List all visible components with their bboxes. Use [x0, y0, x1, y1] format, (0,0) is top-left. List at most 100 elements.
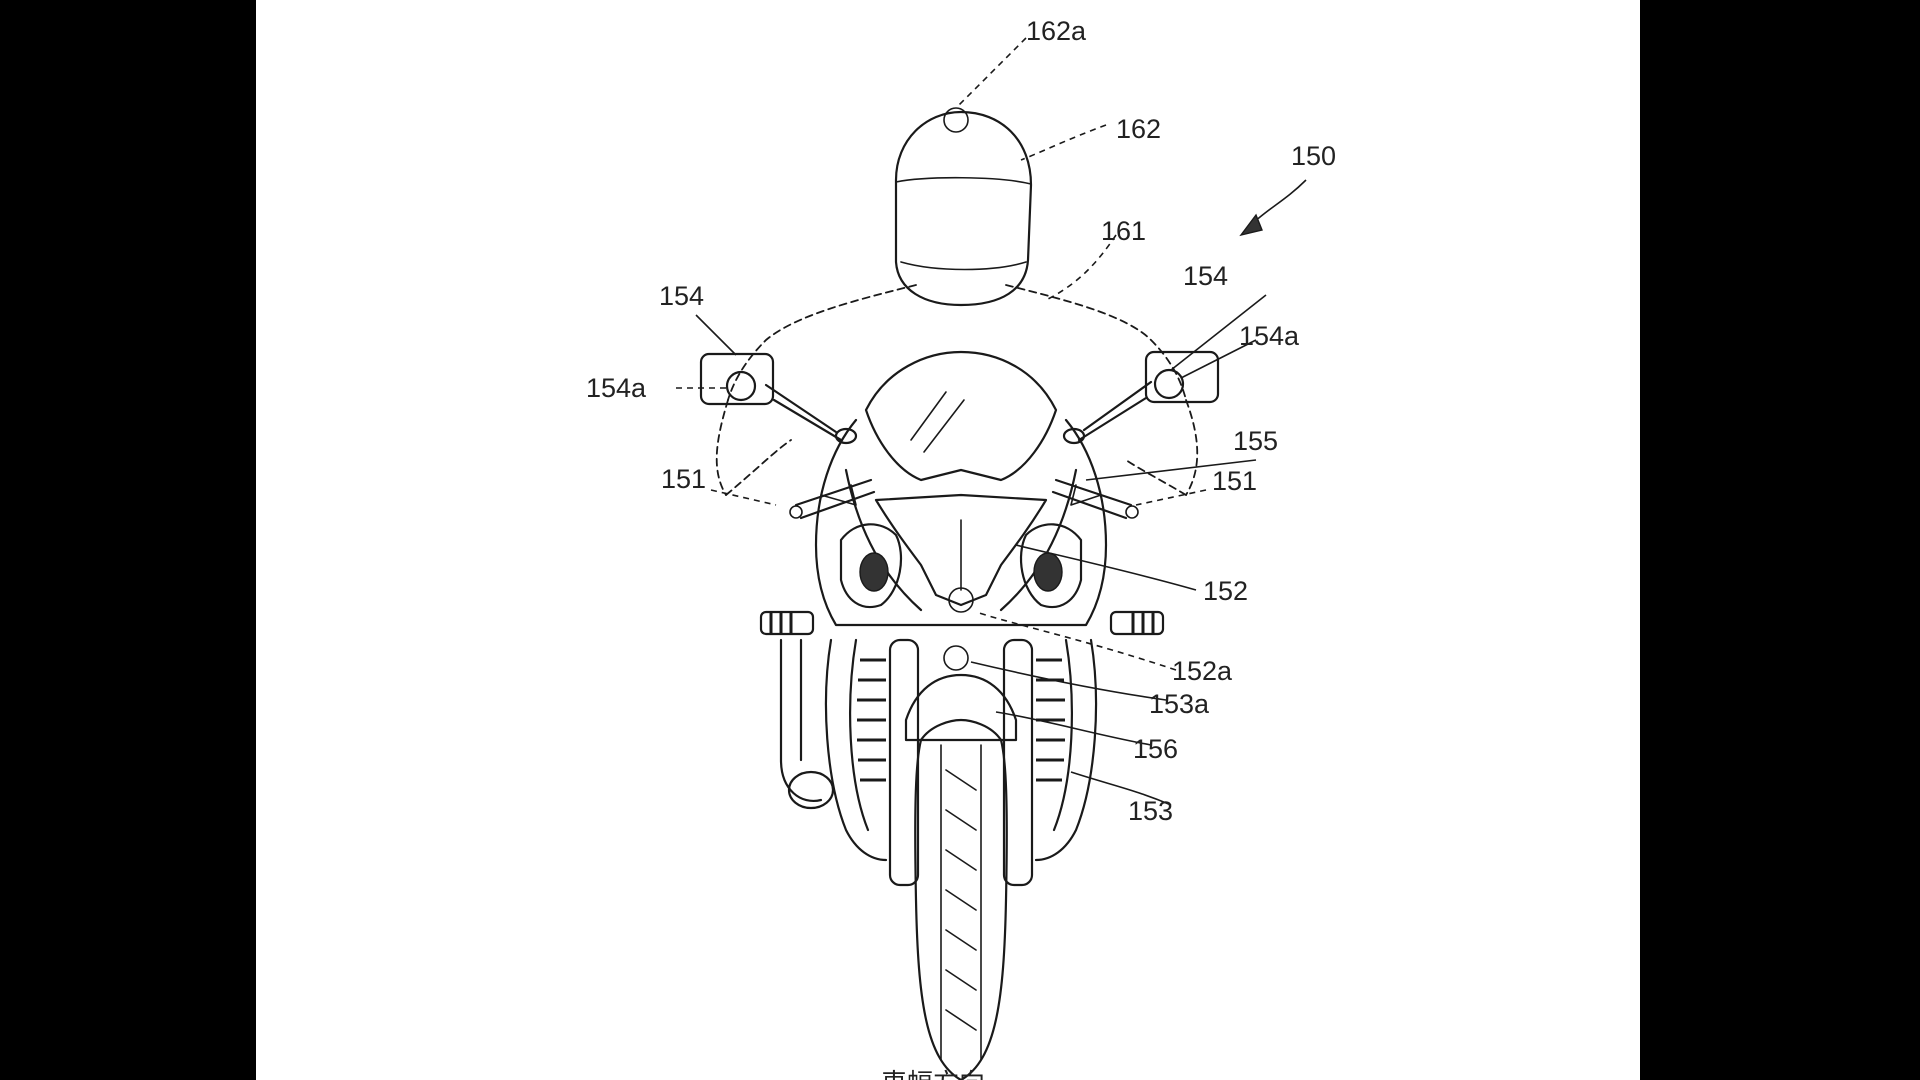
right-mirror-stalk-2: [1077, 396, 1148, 442]
left-grip-end: [789, 505, 803, 519]
windscreen: [864, 350, 1058, 482]
leader-162: [1020, 124, 1107, 161]
tire-tread-chevrons: [945, 769, 977, 1031]
rider-right-arm: [1185, 399, 1199, 496]
arrow-150-head: [1239, 213, 1263, 237]
right-grip-bar-2: [1051, 490, 1128, 520]
cowl-right-inner-line: [999, 468, 1078, 612]
lower-cowl-right-edge: [1034, 638, 1098, 862]
rider-outline: [715, 107, 1199, 496]
label-154-left: 154: [659, 281, 704, 311]
exhaust-muffler: [787, 770, 835, 810]
label-152: 152: [1203, 576, 1248, 606]
left-mirror-stalk: [764, 383, 838, 434]
cowl-center-sensor: [948, 587, 974, 613]
rider-right-forearm: [1125, 459, 1187, 496]
label-154a-left: 154a: [586, 373, 647, 403]
leader-154-left: [695, 314, 737, 356]
label-154a-right: 154a: [1239, 321, 1300, 351]
right-headlight-housing: [1019, 523, 1083, 608]
left-headlight-lens: [859, 552, 889, 592]
right-grip-end: [1125, 505, 1139, 519]
right-mirror: [1062, 350, 1220, 445]
leader-152: [1015, 544, 1197, 591]
right-grip-bar: [1054, 478, 1133, 507]
helmet: [894, 110, 1033, 307]
label-161: 161: [1101, 216, 1146, 246]
left-mirror: [699, 352, 858, 445]
front-fairing: [814, 350, 1108, 627]
label-151-right: 151: [1212, 466, 1257, 496]
left-handle-grip: [789, 478, 876, 520]
leader-156: [995, 711, 1152, 746]
leader-lines: [676, 37, 1307, 806]
left-grip-bar-2: [799, 490, 876, 520]
lower-cowl-sensor: [943, 645, 969, 671]
rider-left-arm: [715, 399, 729, 496]
left-grip-bar: [794, 478, 873, 507]
right-headlight-lens: [1033, 552, 1063, 592]
leader-161: [1045, 234, 1117, 301]
helmet-visor-line: [895, 176, 1032, 185]
right-lever: [1070, 484, 1102, 506]
label-155: 155: [1233, 426, 1278, 456]
right-mirror-stalk: [1082, 380, 1153, 432]
left-mirror-mount: [834, 427, 858, 445]
direction-caption: 車幅方向: [881, 1069, 985, 1080]
turn-signals: [759, 610, 1165, 636]
left-lever: [820, 484, 857, 506]
leader-151-right: [1135, 489, 1207, 506]
right-mirror-camera: [1153, 368, 1185, 400]
cowl-left-inner-line: [844, 468, 923, 612]
helmet-sensor: [943, 107, 969, 133]
label-156: 156: [1133, 734, 1178, 764]
leader-151-left: [710, 489, 777, 506]
leader-162a: [955, 37, 1027, 109]
front-tire: [914, 718, 1008, 1080]
label-153a: 153a: [1149, 689, 1210, 719]
patent-drawing-sheet: 162a 162 150 161 154 154 154a 154a 155 1…: [256, 0, 1640, 1080]
leader-150: [1250, 179, 1307, 226]
label-151-left: 151: [661, 464, 706, 494]
right-mirror-housing: [1144, 350, 1220, 404]
front-forks: [888, 638, 1034, 887]
left-mirror-housing: [699, 352, 775, 406]
motorcycle-front-view-diagram: 162a 162 150 161 154 154 154a 154a 155 1…: [586, 16, 1336, 1080]
left-mirror-camera: [725, 370, 757, 402]
lower-cowl: [779, 638, 1098, 862]
left-turn-signal: [759, 610, 815, 636]
label-152a: 152a: [1172, 656, 1233, 686]
windscreen-glare-1: [910, 391, 947, 441]
rider-left-shoulder: [727, 284, 917, 401]
leader-154a-right: [1180, 339, 1257, 379]
leader-153a: [970, 661, 1167, 701]
left-turn-signal-ribs: [769, 612, 793, 634]
radiator-left-frame: [849, 638, 870, 832]
radiator-left-fins: [857, 658, 886, 782]
front-fender: [904, 673, 1018, 742]
helmet-chin-line: [900, 261, 1027, 271]
leader-152a: [975, 611, 1177, 671]
windscreen-glare-2: [923, 399, 965, 453]
center-intake-panel: [874, 493, 1048, 607]
front-wheel: [914, 718, 1008, 1080]
label-150: 150: [1291, 141, 1336, 171]
label-162a: 162a: [1026, 16, 1087, 46]
leader-154-right: [1170, 294, 1267, 371]
lower-cowl-left-edge: [824, 638, 888, 862]
right-turn-signal-ribs: [1131, 612, 1155, 634]
rider-right-shoulder: [1005, 284, 1187, 401]
leader-153: [1070, 771, 1172, 806]
label-154-right: 154: [1183, 261, 1228, 291]
right-handle-grip: [1051, 478, 1139, 520]
rider-left-forearm: [725, 439, 792, 496]
right-turn-signal: [1109, 610, 1165, 636]
exhaust-pipe: [779, 638, 823, 803]
tire-tread-rails: [940, 744, 982, 1061]
reference-numerals: 162a 162 150 161 154 154 154a 154a 155 1…: [586, 16, 1336, 826]
right-fork-tube: [1002, 638, 1034, 887]
label-162: 162: [1116, 114, 1161, 144]
label-153: 153: [1128, 796, 1173, 826]
radiator-right-frame: [1052, 638, 1073, 832]
